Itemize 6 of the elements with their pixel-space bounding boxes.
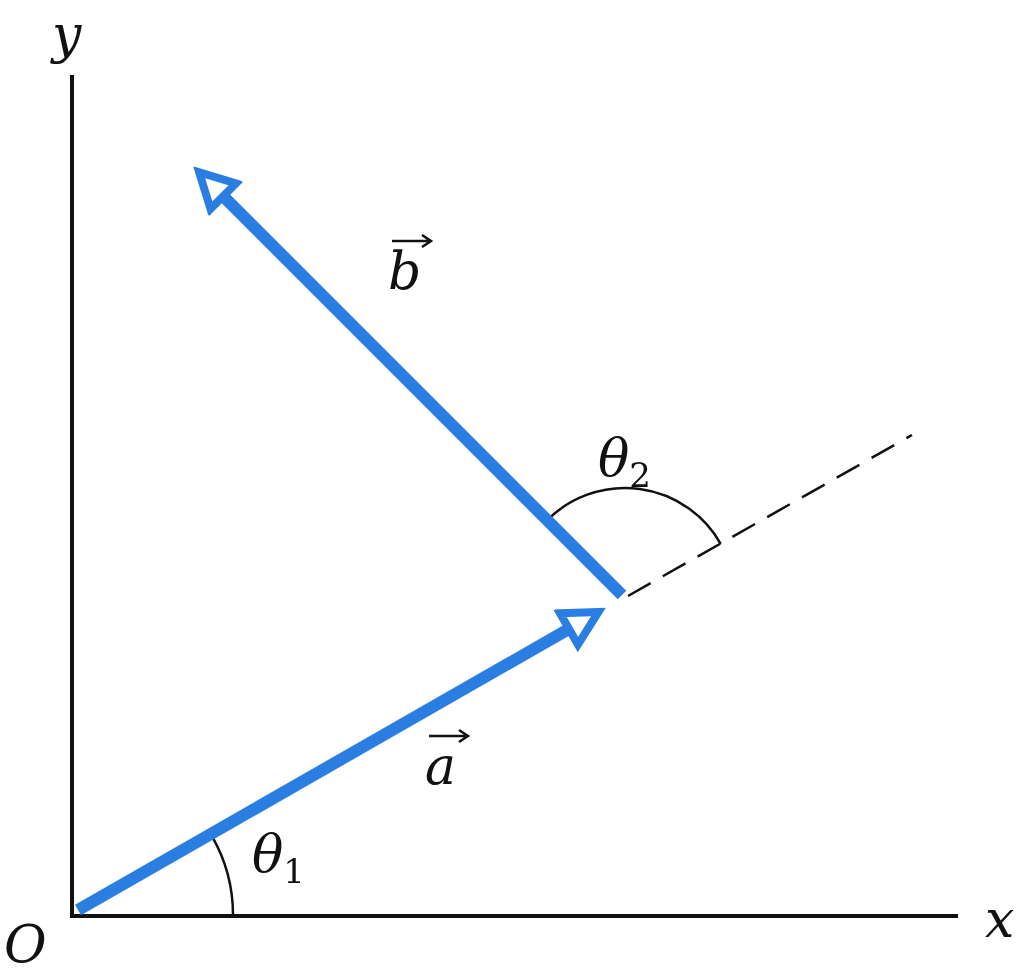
axis-label: x [985, 893, 1015, 945]
vector-label: b [388, 245, 422, 297]
vector-label: a [425, 740, 456, 792]
origin-label: O [4, 918, 47, 970]
angle-label: θ$_{2}$ [598, 432, 651, 493]
angle-label: θ$_{1}$ [252, 828, 305, 889]
